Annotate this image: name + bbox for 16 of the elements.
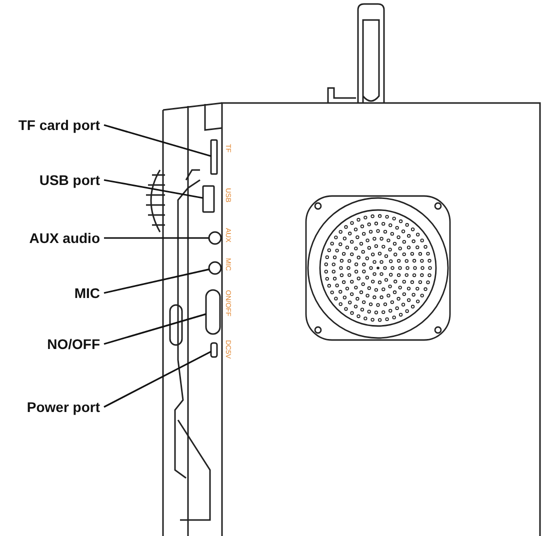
part-label: AUX audio: [29, 230, 100, 246]
leader-line: [104, 179, 204, 199]
part-label: MIC: [74, 285, 100, 301]
part-label: USB port: [39, 172, 100, 188]
usb-socket: [202, 185, 215, 213]
leader-line: [104, 237, 209, 239]
leader-line: [104, 313, 206, 345]
card-slot: [210, 139, 218, 175]
leader-line: [104, 268, 210, 294]
audio-jack: [208, 261, 222, 275]
slide-switch: [205, 289, 221, 335]
part-label: Power port: [26, 399, 100, 415]
audio-jack: [208, 231, 222, 245]
power-socket: [210, 342, 218, 358]
part-label: NO/OFF: [47, 336, 100, 352]
part-label: TF card port: [18, 117, 100, 133]
